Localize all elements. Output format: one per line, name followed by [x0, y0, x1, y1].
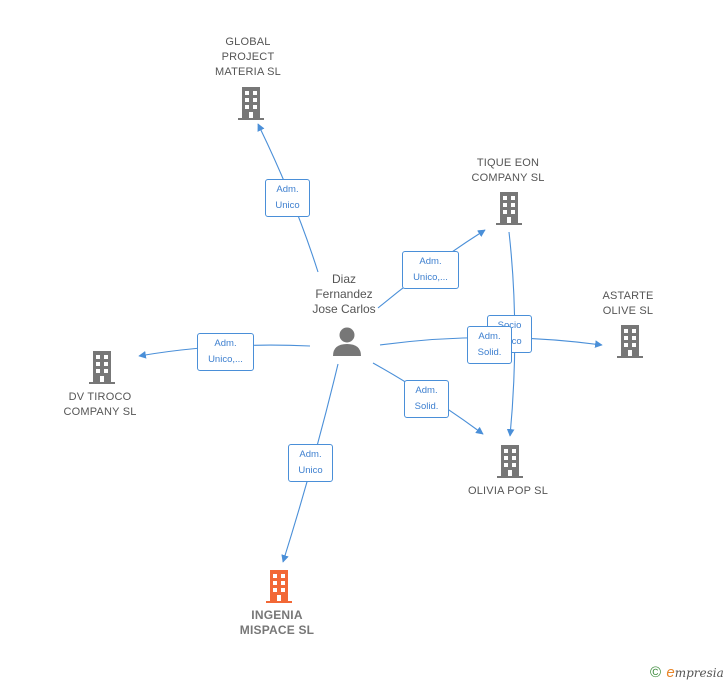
brand-logo-text: mpresia — [674, 666, 724, 680]
building-icon-highlight[interactable] — [263, 568, 295, 604]
building-icon[interactable] — [86, 349, 118, 385]
person-label[interactable]: Diaz Fernandez Jose Carlos — [312, 272, 376, 316]
edge-label-tique: Adm. Unico,... — [402, 251, 459, 289]
edge-label-global: Adm. Unico — [265, 179, 310, 217]
building-icon[interactable] — [235, 85, 267, 121]
building-icon[interactable] — [494, 443, 526, 479]
copyright-icon: © — [650, 664, 662, 681]
company-label-global[interactable]: GLOBAL PROJECT MATERIA SL — [215, 36, 281, 78]
company-label-dvtiroco[interactable]: DV TIROCO COMPANY SL — [63, 391, 137, 418]
edge-label-dvtiroco: Adm. Unico,... — [197, 333, 254, 371]
building-icon[interactable] — [493, 190, 525, 226]
person-icon[interactable] — [330, 326, 364, 358]
edge-label-astarte: Adm. Solid. — [467, 326, 512, 364]
copyright-notice: © empresia — [650, 664, 724, 681]
company-label-astarte[interactable]: ASTARTE OLIVE SL — [602, 290, 654, 317]
edge-label-ingenia: Adm. Unico — [288, 444, 333, 482]
company-label-olivia[interactable]: OLIVIA POP SL — [467, 485, 549, 497]
building-icon[interactable] — [614, 323, 646, 359]
brand-logo-initial: e — [666, 664, 675, 681]
company-label-ingenia[interactable]: INGENIA MISPACE SL — [239, 608, 315, 637]
company-label-tique[interactable]: TIQUE EON COMPANY SL — [471, 157, 545, 184]
edge-label-olivia: Adm. Solid. — [404, 380, 449, 418]
